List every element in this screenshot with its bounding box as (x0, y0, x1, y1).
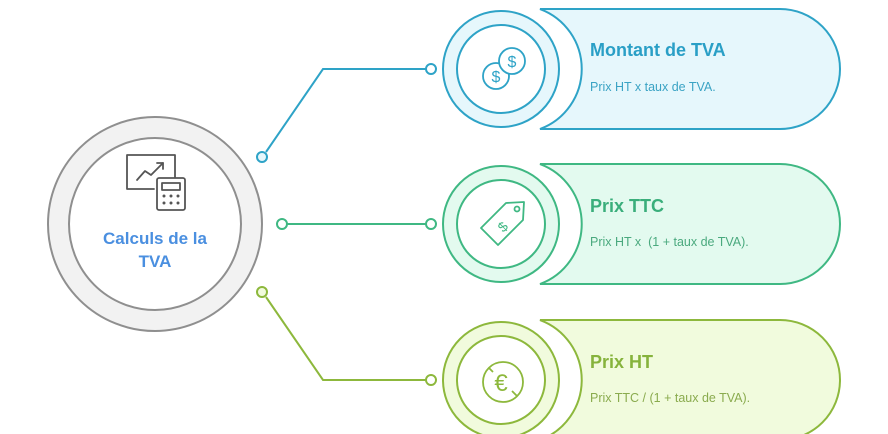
svg-text:€: € (494, 370, 508, 397)
card-prix-ht: € (442, 319, 841, 434)
card-title-prix-ht: Prix HT (590, 352, 654, 372)
svg-text:$: $ (508, 54, 517, 71)
card-title-prix-ttc: Prix TTC (590, 196, 665, 216)
card-title-montant-tva: Montant de TVA (590, 40, 726, 60)
card-desc-prix-ttc: Prix HT x (1 + taux de TVA). (590, 235, 749, 249)
center-node (47, 116, 263, 332)
connector-ttc (276, 218, 437, 230)
center-label: Calculs de la TVA (75, 227, 235, 273)
card-prix-ttc: $ (442, 163, 841, 285)
card-desc-montant-tva: Prix HT x taux de TVA. (590, 80, 716, 94)
connector-ht (256, 286, 437, 386)
card-montant-tva: $ $ (442, 8, 841, 130)
center-label-line1: Calculs de la (103, 229, 207, 248)
connector-montant (256, 63, 437, 163)
svg-text:$: $ (492, 69, 501, 86)
euro-crossed-icon: € (482, 361, 524, 403)
card-desc-prix-ht: Prix TTC / (1 + taux de TVA). (590, 391, 751, 405)
chart-calculator-icon (126, 154, 186, 211)
center-label-line2: TVA (138, 252, 172, 271)
coins-dollar-icon: $ $ (482, 47, 526, 90)
